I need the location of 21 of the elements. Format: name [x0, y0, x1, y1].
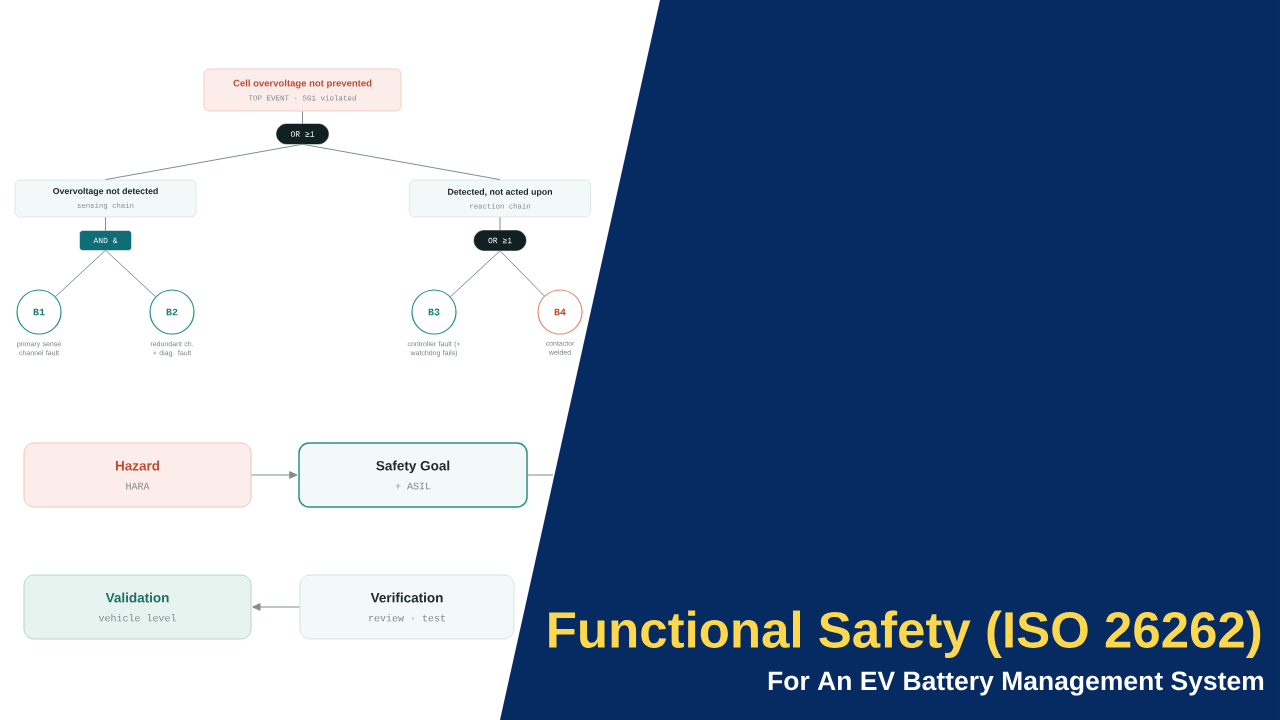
connector-line	[105, 249, 156, 298]
subtitle: For An EV Battery Management System	[768, 671, 1264, 696]
connector-line	[55, 249, 106, 298]
process-box: Safety Goal + ASIL	[298, 442, 528, 508]
connector-line	[105, 143, 303, 181]
connector-line	[450, 250, 501, 298]
gate-badge: AND &	[79, 230, 132, 251]
connector-line	[499, 250, 545, 297]
connector-line	[499, 216, 501, 231]
process-box: Validation vehicle level	[23, 574, 252, 640]
connector-line	[105, 216, 106, 232]
arrow	[251, 471, 298, 479]
gate-badge: OR ≥1	[276, 123, 329, 145]
connector-line	[302, 143, 501, 181]
gate-badge: OR ≥1	[473, 230, 527, 251]
connector-line	[302, 110, 303, 125]
title: Functional Safety (ISO 26262)	[549, 610, 1261, 659]
process-box: Hazard HARA	[23, 442, 252, 508]
process-box: Verification review · test	[299, 574, 515, 640]
arrow	[252, 603, 300, 611]
connector-line	[527, 474, 554, 476]
